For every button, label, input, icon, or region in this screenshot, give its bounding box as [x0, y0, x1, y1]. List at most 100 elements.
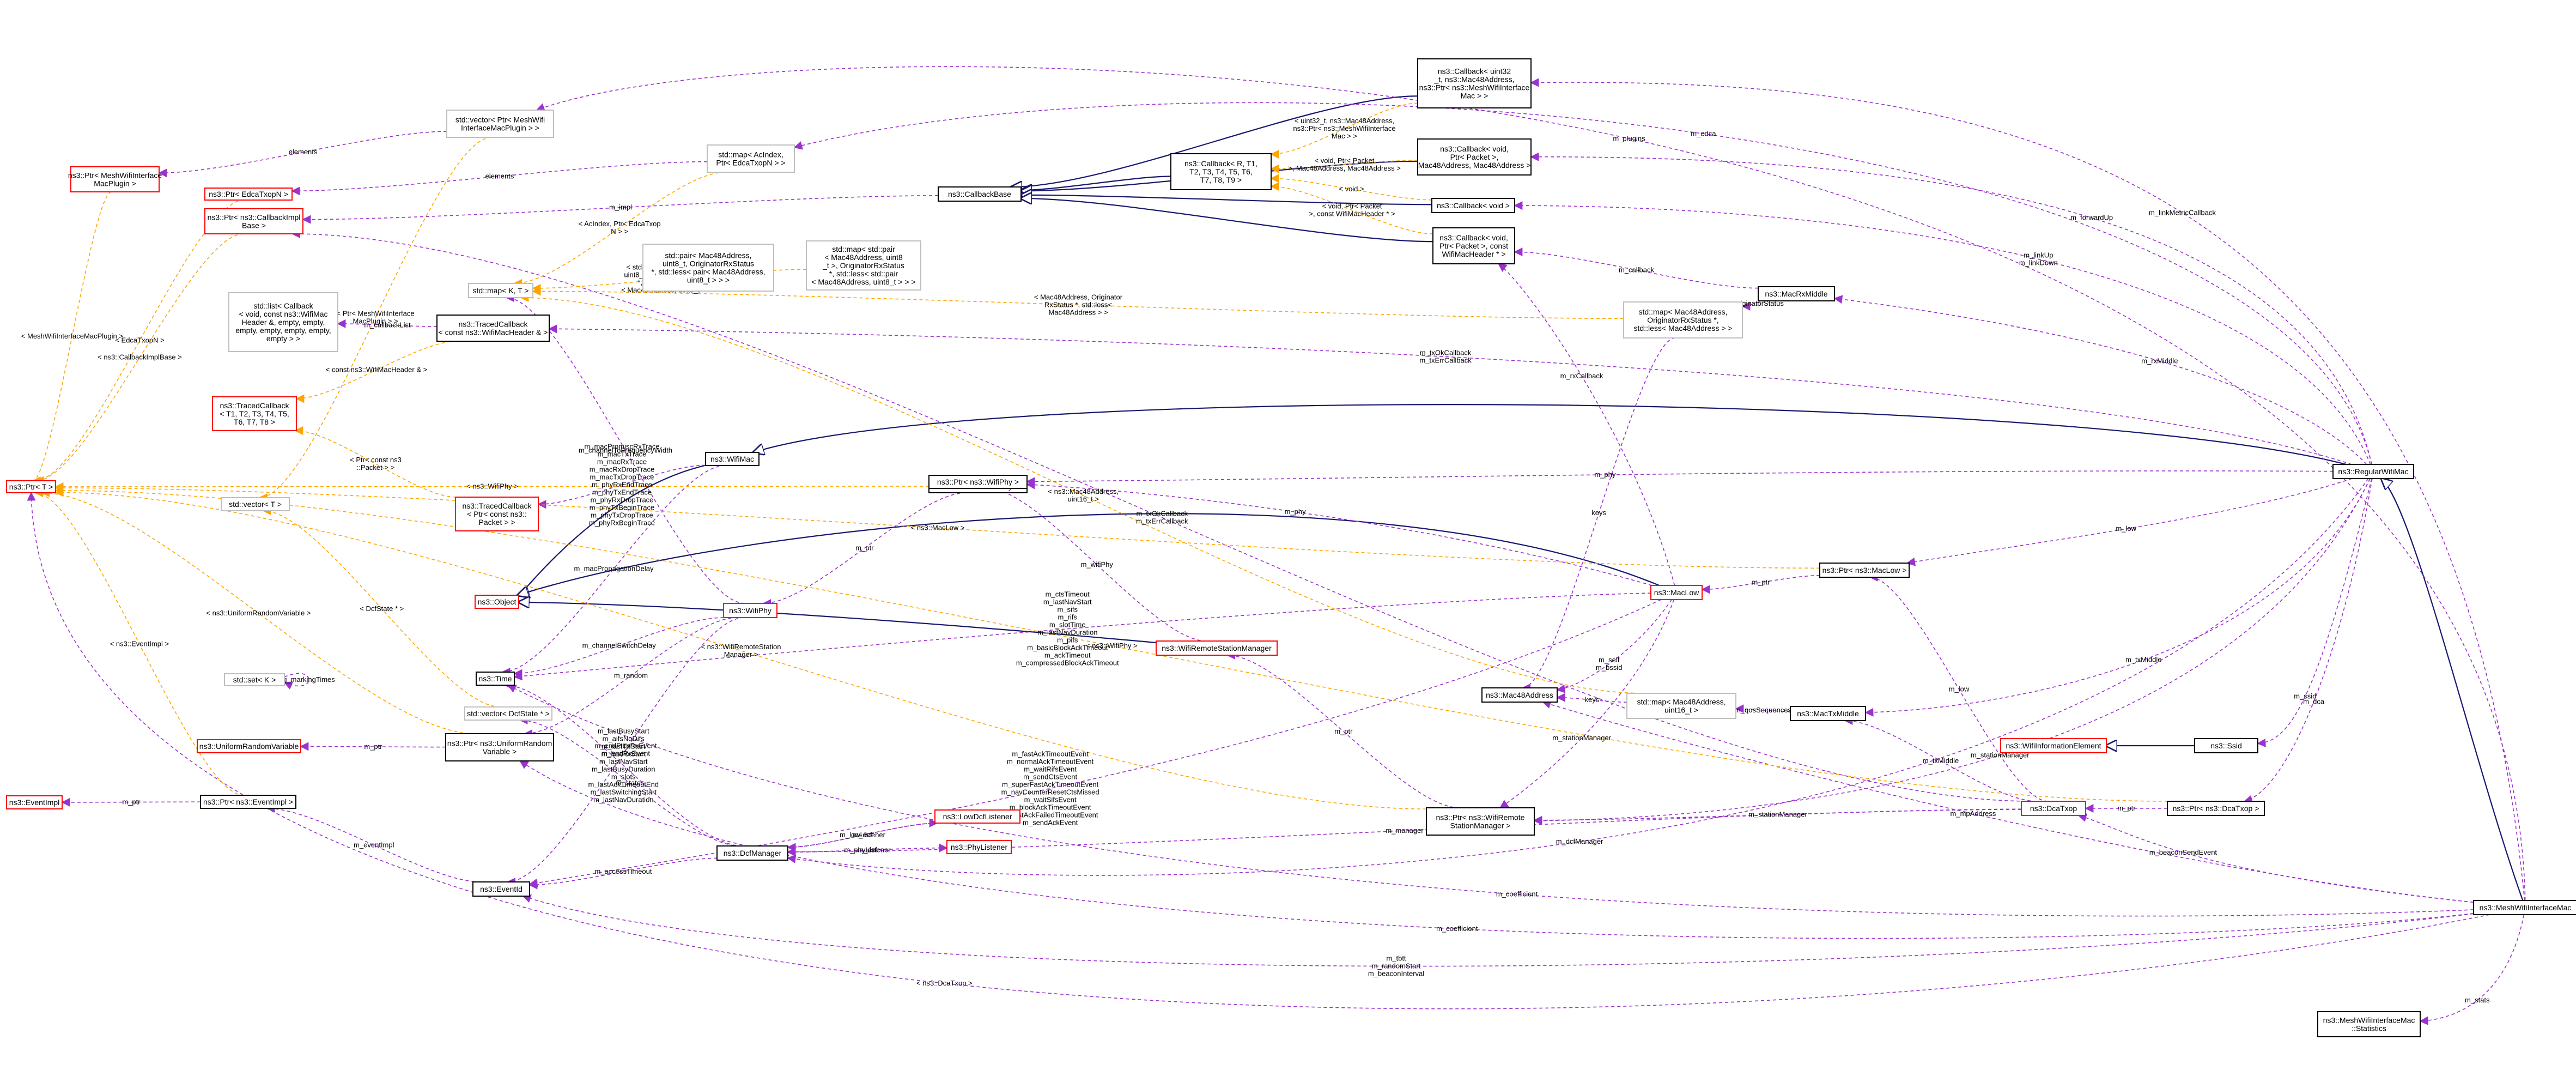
edge-label-line: m_lastTxStart — [602, 742, 646, 751]
edge-label-mesh-to-ptrurv: m_coefficient — [1436, 924, 1478, 933]
edge-tracedcbheader-to-tracedcbT — [295, 341, 457, 403]
node-mapseq[interactable]: std::map< Mac48Address,uint16_t > — [1626, 693, 1736, 719]
node-label-line: std::vector< T > — [229, 500, 282, 509]
node-listcb[interactable]: std::list< Callback< void, const ns3::Wi… — [228, 292, 338, 352]
edge-label-line: < ns3::UniformRandomVariable > — [206, 609, 311, 617]
node-cbvoid[interactable]: ns3::Callback< void > — [1431, 198, 1515, 213]
edge-dcatxop-to-ptrmaclow — [1869, 573, 2048, 802]
node-vecT[interactable]: std::vector< T > — [221, 497, 290, 511]
node-eventid[interactable]: ns3::EventId — [472, 881, 530, 897]
node-label-line: T7, T8, T9 > — [1200, 176, 1242, 184]
node-box — [716, 845, 788, 861]
edge-label-line: m_coefficient — [1436, 924, 1478, 933]
node-ptrmaclow[interactable]: ns3::Ptr< ns3::MacLow > — [1819, 563, 1910, 578]
node-label-line: ns3::Ptr< T > — [9, 482, 53, 491]
node-box — [1790, 706, 1866, 721]
node-tracedcbheader[interactable]: ns3::TracedCallback< const ns3::WifiMacH… — [436, 315, 550, 342]
edge-label-line: m_basicBlockAckTimeout — [1027, 644, 1108, 652]
node-label-line: std::vector< Ptr< MeshWifi — [455, 116, 545, 124]
node-eventimpl[interactable]: ns3::EventImpl — [6, 795, 63, 809]
node-label-line: ns3::Ptr< MeshWifiInterface — [68, 171, 162, 180]
node-label-line: OriginatorRxStatus *, — [1647, 316, 1719, 324]
edge-mesh-to-cbuint32 — [1530, 78, 2525, 901]
edge-mesh-to-time — [507, 685, 2474, 917]
node-ptrdcatxop[interactable]: ns3::Ptr< ns3::DcaTxop > — [2167, 801, 2265, 816]
node-label-line: ns3::Callback< void > — [1437, 201, 1510, 210]
node-box — [1650, 585, 1703, 600]
node-vecplugin[interactable]: std::vector< Ptr< MeshWifiInterfaceMacPl… — [446, 110, 554, 138]
node-cbuint32[interactable]: ns3::Callback< uint32_t, ns3::Mac48Addre… — [1417, 58, 1532, 108]
node-macrxmiddle[interactable]: ns3::MacRxMiddle — [1758, 286, 1835, 301]
node-pair[interactable]: std::pair< Mac48Address,uint8_t, Origina… — [642, 244, 774, 292]
node-lowdcflistener[interactable]: ns3::LowDcfListener — [934, 809, 1020, 824]
node-ptrwifiphy2[interactable]: ns3::Ptr< ns3::WifiPhy > — [928, 475, 1028, 489]
node-cbvoidheader[interactable]: ns3::Callback< void,Ptr< Packet >, const… — [1432, 227, 1515, 264]
node-maporig[interactable]: std::map< Mac48Address,OriginatorRxStatu… — [1623, 301, 1743, 338]
node-cbR[interactable]: ns3::Callback< R, T1,T2, T3, T4, T5, T6,… — [1170, 153, 1272, 190]
edge-label-regular-to-cbvoidpacket: m_forwardUp — [2070, 214, 2113, 222]
edge-label-line: < ns3::DcaTxop > — [916, 979, 973, 987]
node-wifiinfo[interactable]: ns3::WifiInformationElement — [2000, 738, 2107, 753]
node-label-line: InterfaceMacPlugin > > — [461, 124, 539, 132]
node-ptrcbimpl[interactable]: ns3::Ptr< ns3::CallbackImplBase > — [204, 208, 303, 234]
node-ptrurv[interactable]: ns3::Ptr< ns3::UniformRandomVariable > — [445, 733, 554, 761]
node-ssid[interactable]: ns3::Ssid — [2194, 738, 2258, 753]
node-ptrT[interactable]: ns3::Ptr< T > — [6, 480, 56, 493]
node-mappair[interactable]: std::map< std::pair< Mac48Address, uint8… — [806, 240, 921, 291]
edge-macrxmiddle-to-cbvoidheader — [1514, 247, 1759, 289]
node-time[interactable]: ns3::Time — [476, 672, 515, 686]
node-stats[interactable]: ns3::MeshWifiInterfaceMac::Statistics — [2317, 1011, 2421, 1037]
edge-eventid-to-ptreventimpl — [266, 804, 481, 882]
node-vecdcf[interactable]: std::vector< DcfState * > — [464, 706, 552, 721]
node-ptreventimpl[interactable]: ns3::Ptr< ns3::EventImpl > — [200, 795, 296, 809]
edge-label-cbuint32-to-cbR: < uint32_t, ns3::Mac48Address,ns3::Ptr< … — [1293, 117, 1395, 140]
node-label-line: std::list< Callback — [253, 301, 313, 310]
edge-label-line: m_bssid — [1596, 663, 1622, 672]
node-wifiremote[interactable]: ns3::WifiRemoteStationManager — [1156, 640, 1278, 656]
edge-label-dcatxop-to-mactxmiddle: m_txMiddle — [1923, 757, 1959, 765]
edge-label-line: m_phyTxEndTrace — [592, 488, 652, 496]
node-phylistener[interactable]: ns3::PhyListener — [946, 840, 1012, 854]
edge-ptrurv-to-ptrT — [41, 488, 476, 734]
node-mesh[interactable]: ns3::MeshWifiInterfaceMac — [2473, 900, 2576, 915]
edge-label-ptrwifiphy-to-ptrT: < ns3::WifiPhy > — [466, 482, 518, 491]
node-setK[interactable]: std::set< K > — [224, 673, 285, 686]
edge-label-mapseq-to-mapKT: < ns3::Mac48Address,uint16_t > — [1048, 487, 1119, 503]
edge-mapedca-to-ptredca — [291, 161, 708, 196]
edge-label-wifiphy-to-mapKT: m_channelToFrequencyWidth — [579, 446, 672, 455]
node-label-line: ns3::Object — [478, 597, 517, 606]
node-dcatxop[interactable]: ns3::DcaTxop — [2021, 801, 2086, 816]
node-object[interactable]: ns3::Object — [475, 595, 519, 609]
node-callbackbase[interactable]: ns3::CallbackBase — [938, 186, 1022, 202]
node-ptrremote[interactable]: ns3::Ptr< ns3::WifiRemoteStationManager … — [1426, 807, 1535, 836]
edge-label-dcfmanager-to-lowdcflistener: m_lowListener — [840, 831, 885, 839]
node-urv[interactable]: ns3::UniformRandomVariable — [197, 739, 301, 753]
node-wifimac[interactable]: ns3::WifiMac — [705, 452, 760, 466]
node-mapKT[interactable]: std::map< K, T > — [468, 283, 533, 298]
node-tracedcbpacket[interactable]: ns3::TracedCallback< Ptr< const ns3::Pac… — [455, 497, 539, 531]
node-tracedcbT[interactable]: ns3::TracedCallback< T1, T2, T3, T4, T5,… — [212, 396, 297, 431]
edge-mapseq-to-mac48 — [1556, 693, 1627, 703]
node-ptrmeshplugin[interactable]: ns3::Ptr< MeshWifiInterfaceMacPlugin > — [68, 166, 162, 192]
node-label-line: ns3::PhyListener — [951, 843, 1008, 851]
node-mac48[interactable]: ns3::Mac48Address — [1481, 687, 1558, 703]
node-maclow[interactable]: ns3::MacLow — [1650, 585, 1703, 600]
node-wifiphy[interactable]: ns3::WifiPhy — [723, 603, 777, 618]
node-cbvoidpacket[interactable]: ns3::Callback< void,Ptr< Packet >,Mac48A… — [1417, 138, 1532, 176]
edge-label-tracedcbheader-to-tracedcbT: < const ns3::WifiMacHeader & > — [326, 366, 427, 374]
node-regular[interactable]: ns3::RegularWifiMac — [2332, 464, 2414, 479]
edge-regular-to-cbvoidpacket — [1530, 152, 2372, 465]
edge-ptrcbimpl-to-ptrT — [35, 233, 244, 485]
node-dcfmanager[interactable]: ns3::DcfManager — [716, 845, 788, 861]
edge-label-line: m_randomStart — [1372, 962, 1421, 970]
edge-cbuint32-to-cbR — [1270, 102, 1418, 159]
node-label-line: std::map< std::pair — [832, 245, 895, 253]
node-ptredca[interactable]: ns3::Ptr< EdcaTxopN > — [204, 188, 293, 201]
node-mactxmiddle[interactable]: ns3::MacTxMiddle — [1790, 706, 1866, 721]
edge-mesh-to-regular — [2381, 479, 2524, 901]
node-label-line: std::map< AcIndex, — [718, 150, 783, 159]
node-mapedca[interactable]: std::map< AcIndex,Ptr< EdcaTxopN > > — [707, 144, 795, 173]
edge-label-dcfmanager-to-time: m_lastBusyStartm_aifsNoDifsm_lastTxStart… — [588, 727, 659, 804]
node-label-line: Packet > > — [479, 518, 515, 527]
edge-dcfmanager-to-eventid — [528, 857, 718, 890]
